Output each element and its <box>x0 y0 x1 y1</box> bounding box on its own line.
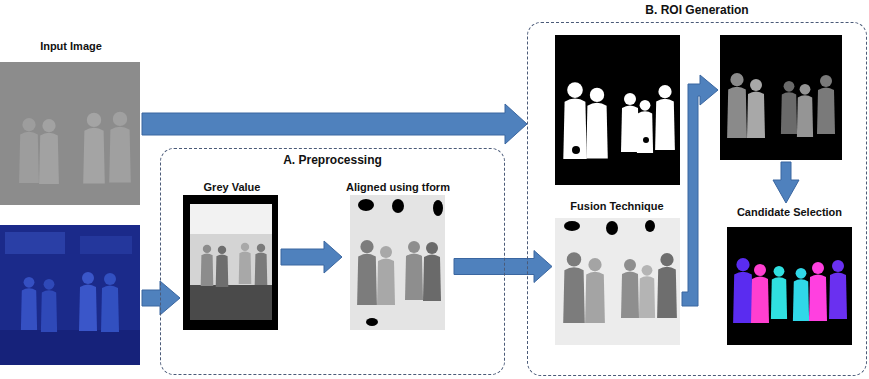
illustration-shape <box>829 260 847 319</box>
illustration-shape <box>720 35 842 160</box>
flow-arrow <box>281 241 342 273</box>
image-panel: Grey Value <box>183 181 281 333</box>
illustration-shape <box>101 273 119 332</box>
illustration-shape <box>0 225 140 365</box>
illustration-shape <box>727 73 747 138</box>
grey-value-image <box>183 195 278 330</box>
illustration-shape <box>645 220 655 232</box>
illustration-shape <box>392 199 404 213</box>
illustration-shape <box>771 266 787 319</box>
illustration-shape <box>601 165 607 171</box>
illustration-shape <box>190 285 272 320</box>
illustration-shape <box>606 221 618 235</box>
silhouette-image <box>555 35 680 185</box>
illustration-shape <box>643 137 649 143</box>
flow-arrow <box>454 251 552 283</box>
illustration-shape <box>781 81 797 134</box>
illustration-shape <box>5 232 65 254</box>
image-caption: Aligned using tform <box>346 181 450 194</box>
flow-arrow <box>142 104 527 144</box>
image-panel: Aligned using tform <box>342 181 454 333</box>
depth-image <box>0 225 140 365</box>
illustration-shape <box>793 268 809 321</box>
illustration-shape <box>377 246 395 305</box>
illustration-shape <box>572 146 580 154</box>
illustration-shape <box>358 199 374 211</box>
illustration-shape <box>563 252 585 323</box>
grey-result-image <box>720 35 842 160</box>
image-caption: Fusion Technique <box>570 200 663 213</box>
image-panel: Fusion Technique <box>552 200 682 348</box>
illustration-shape <box>357 240 377 305</box>
illustration-shape <box>585 258 605 323</box>
illustration-shape <box>423 242 441 301</box>
illustration-shape <box>751 264 769 323</box>
illustration-shape <box>809 262 827 321</box>
illustration-shape <box>817 75 835 134</box>
illustration-shape <box>0 62 140 205</box>
flow-arrow <box>773 162 799 203</box>
stage-heading: B. ROI Generation <box>645 3 748 17</box>
candidate-image <box>727 227 852 345</box>
image-panel: Candidate Selection <box>722 206 857 348</box>
illustration-shape <box>405 241 423 300</box>
illustration-shape <box>350 195 445 330</box>
flow-arrow <box>142 281 180 315</box>
illustration-shape <box>0 330 140 365</box>
illustration-shape <box>657 253 677 318</box>
illustration-shape <box>563 82 586 159</box>
thermal-image <box>0 62 140 205</box>
illustration-shape <box>797 84 813 137</box>
illustration-shape <box>621 259 639 318</box>
illustration-shape <box>586 88 608 159</box>
illustration-shape <box>555 218 680 345</box>
illustration-shape <box>19 118 39 183</box>
stage-region: A. PreprocessingGrey Value Aligned using … <box>160 148 505 375</box>
illustration-shape <box>366 318 378 326</box>
aligned-image <box>350 195 445 330</box>
illustration-shape <box>79 272 97 331</box>
illustration-shape <box>183 195 278 330</box>
illustration-shape <box>21 277 37 330</box>
illustration-shape <box>621 93 639 152</box>
illustration-shape <box>639 265 655 318</box>
image-caption: Input Image <box>40 40 102 53</box>
stage-heading: A. Preprocessing <box>283 153 382 167</box>
illustration-shape <box>39 119 59 184</box>
illustration-shape <box>433 200 443 216</box>
illustration-shape <box>682 75 718 306</box>
image-caption: Grey Value <box>204 181 261 194</box>
illustration-shape <box>83 113 105 184</box>
image-panel: Input Image <box>0 40 142 208</box>
illustration-shape <box>555 35 680 185</box>
illustration-shape <box>564 221 580 231</box>
illustration-shape <box>41 279 57 332</box>
illustration-shape <box>239 243 252 284</box>
illustration-shape <box>747 79 765 138</box>
illustration-shape <box>216 246 229 287</box>
illustration-shape <box>255 244 268 285</box>
illustration-shape <box>655 85 675 150</box>
image-caption: Candidate Selection <box>737 206 842 219</box>
illustration-shape <box>637 100 653 153</box>
flow-arrow <box>682 75 718 306</box>
illustration-shape <box>190 204 272 234</box>
illustration-shape <box>190 204 272 320</box>
illustration-shape <box>109 112 131 183</box>
illustration-shape <box>201 245 214 286</box>
region-border <box>527 22 867 376</box>
stage-region: B. ROI GenerationFusion Technique Candida… <box>527 2 867 376</box>
illustration-shape <box>727 227 852 345</box>
illustration-shape <box>80 236 132 254</box>
fusion-image <box>555 218 680 345</box>
illustration-shape <box>733 258 753 323</box>
